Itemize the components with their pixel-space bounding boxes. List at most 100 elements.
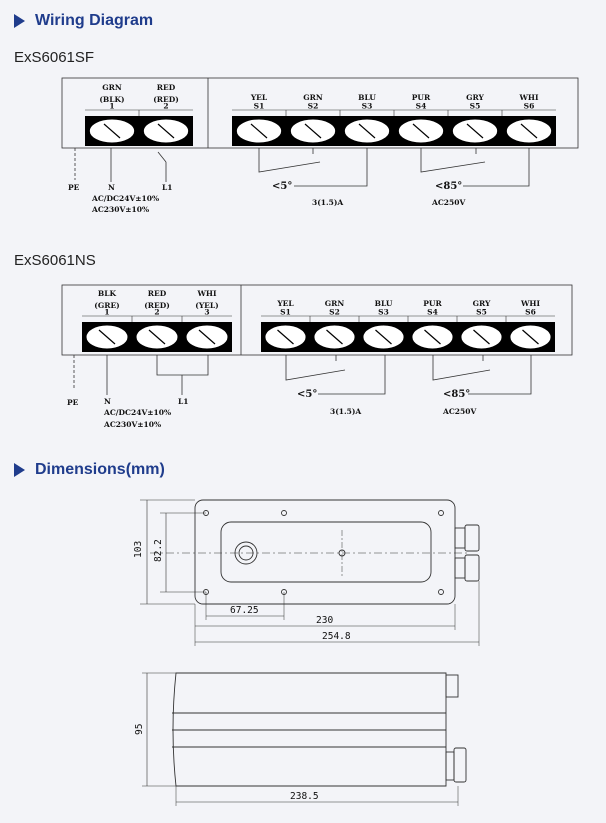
screw-slot	[358, 123, 376, 139]
wiring-ns	[61, 284, 573, 356]
gland-body	[454, 557, 466, 579]
top-view-body	[194, 499, 456, 605]
terminal-color-label: PUR	[412, 93, 431, 102]
screw-slot	[148, 329, 166, 345]
terminal-color-label: GRY	[473, 299, 491, 308]
screw-slot	[103, 123, 121, 139]
terminal-number-label: 2	[154, 308, 159, 317]
sf-lt5-label: <5°	[272, 181, 292, 192]
gland-nut	[464, 554, 480, 582]
screw-slot	[198, 329, 216, 345]
ns-s3-wire	[318, 355, 386, 395]
sf-85deg-switch	[420, 148, 486, 173]
sf-s3-wire	[294, 148, 368, 187]
ns-ac250-label: AC250V	[442, 407, 476, 416]
dim-2548-label: 254.8	[322, 631, 351, 642]
sf-enclosure	[61, 77, 579, 149]
terminal-number-label: S6	[525, 308, 536, 317]
terminal-number-label: S5	[470, 102, 481, 111]
terminal-color-label: YEL	[250, 93, 268, 102]
screw-slot	[424, 329, 441, 345]
terminal-number-label: 1	[104, 308, 109, 317]
screw-slot	[412, 123, 430, 139]
ns-lt5-label: <5°	[297, 389, 317, 400]
terminal-number-label: S1	[254, 102, 265, 111]
screw-hole	[438, 510, 444, 516]
terminal-color-label: BLU	[375, 299, 393, 308]
dim-230-label: 230	[316, 615, 333, 626]
terminal-color-label: YEL	[276, 299, 294, 308]
sf-n-label: N	[108, 183, 115, 192]
model-ns-label: ExS6061NS	[14, 252, 96, 269]
triangle-bullet-icon	[14, 14, 25, 28]
terminal-color-label: RED	[157, 83, 176, 92]
sf-5deg-switch	[258, 148, 321, 173]
gland-body	[454, 527, 466, 549]
terminal-alt-color-label: (BLK)	[99, 95, 124, 104]
top-view-cover	[220, 521, 432, 583]
ns-5deg-switch	[285, 355, 346, 381]
side-view-body	[172, 672, 447, 787]
terminal-number-label: S4	[416, 102, 427, 111]
sf-pe-label: PE	[68, 183, 80, 192]
sf-rating-label: 3(1.5)A	[312, 198, 343, 207]
terminal-color-label: PUR	[423, 299, 442, 308]
terminal-number-label: 1	[109, 102, 114, 111]
sf-ac250-label: AC250V	[431, 198, 465, 207]
side-view-gland-base	[445, 751, 455, 781]
triangle-bullet-icon	[14, 463, 25, 477]
side-view-cap	[445, 674, 459, 698]
ns-wires	[73, 355, 532, 395]
ns-n-label: N	[104, 397, 111, 406]
model-sf-label: ExS6061SF	[14, 49, 95, 66]
ns-rating-label: 3(1.5)A	[330, 407, 361, 416]
terminal-number-label: S3	[362, 102, 373, 111]
terminal-color-label: GRN	[303, 93, 323, 102]
terminal-alt-color-label: (RED)	[153, 95, 179, 104]
terminal-alt-color-label: (YEL)	[195, 301, 218, 310]
sf-s6-wire	[463, 148, 530, 187]
dimensions-heading: Dimensions(mm)	[14, 461, 165, 479]
terminal-color-label: GRN	[325, 299, 345, 308]
terminal-bar	[261, 322, 555, 352]
screw-slot	[520, 123, 538, 139]
screw-slot	[304, 123, 322, 139]
terminal-number-label: S2	[308, 102, 319, 111]
dim-6725-label: 67.25	[230, 605, 259, 616]
terminal-alt-color-label: (GRE)	[94, 301, 119, 310]
gland-nut	[464, 524, 480, 552]
ns-l1-label: L1	[178, 397, 189, 406]
top-view	[140, 499, 480, 646]
screw-slot	[466, 123, 484, 139]
terminal-number-label: S3	[378, 308, 389, 317]
terminal-number-label: 3	[204, 308, 209, 317]
wiring-diagram-title: Wiring Diagram	[35, 12, 154, 29]
screw-hole	[438, 589, 444, 595]
ns-enclosure	[61, 284, 573, 356]
dim-95-label: 95	[134, 724, 145, 735]
terminal-number-label: S4	[427, 308, 438, 317]
sf-lt85-label: <85°	[435, 181, 462, 192]
screw-slot	[250, 123, 268, 139]
dimensions-title: Dimensions(mm)	[35, 461, 165, 478]
terminal-alt-color-label: (RED)	[144, 301, 170, 310]
screw-slot	[473, 329, 490, 345]
terminal-color-label: GRN	[102, 83, 122, 92]
screw-slot	[277, 329, 294, 345]
terminal-color-label: WHI	[518, 93, 539, 102]
wiring-sf	[61, 77, 579, 149]
screw-slot	[326, 329, 343, 345]
terminal-color-label: BLK	[98, 289, 117, 298]
terminal-color-label: WHI	[520, 299, 541, 308]
ns-ac2-label: AC230V±10%	[103, 420, 161, 429]
screw-hole	[281, 510, 287, 516]
sf-switch-blade	[157, 151, 167, 163]
ns-s6-wire	[468, 355, 532, 395]
terminal-number-label: S2	[329, 308, 340, 317]
dim-103-label: 103	[133, 541, 144, 558]
screw-slot	[157, 123, 175, 139]
